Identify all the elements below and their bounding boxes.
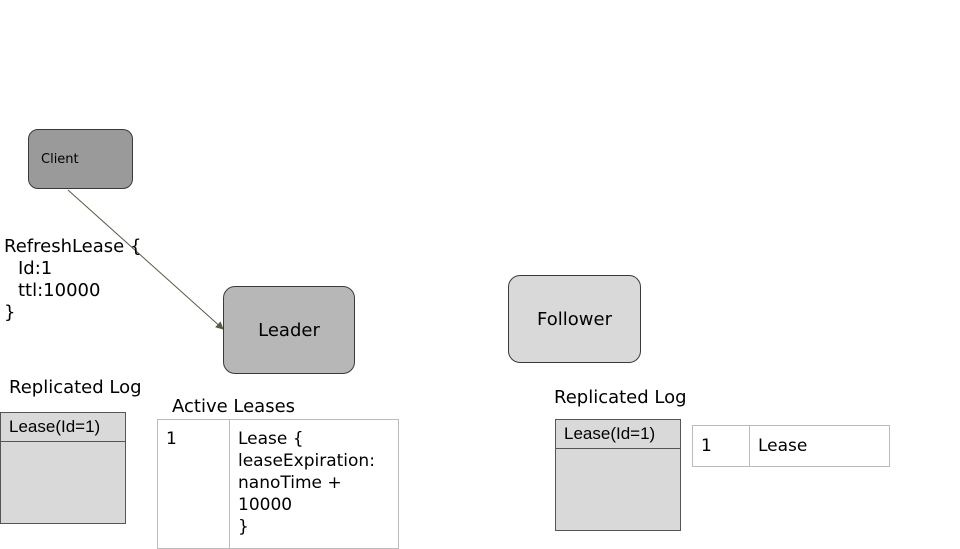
follower-replicated-log: Lease(Id=1)	[555, 419, 681, 531]
follower-lease-id-cell: 1	[692, 425, 750, 467]
client-label: Client	[41, 151, 79, 167]
message-line-1: RefreshLease {	[4, 236, 142, 257]
leader-replicated-log: Lease(Id=1)	[0, 412, 126, 524]
active-leases-table: 1 Lease { leaseExpiration: nanoTime + 10…	[157, 419, 399, 549]
follower-log-title: Replicated Log	[554, 387, 687, 408]
client-to-leader-arrow	[67, 189, 224, 330]
follower-leases-table: 1 Lease	[692, 425, 890, 467]
client-node[interactable]: Client	[28, 129, 133, 189]
message-line-3: ttl:10000	[18, 280, 101, 301]
leader-log-entry: Lease(Id=1)	[1, 413, 125, 442]
refresh-lease-message: RefreshLease { Id:1 ttl:10000 }	[4, 236, 141, 324]
leader-node[interactable]: Leader	[223, 286, 355, 374]
active-leases-title: Active Leases	[172, 396, 296, 417]
leader-log-title: Replicated Log	[9, 377, 142, 398]
table-row: 1 Lease { leaseExpiration: nanoTime + 10…	[157, 419, 399, 549]
leader-label: Leader	[258, 319, 320, 341]
lease-id-cell: 1	[157, 419, 230, 549]
lease-value-cell: Lease { leaseExpiration: nanoTime + 1000…	[229, 419, 399, 549]
follower-lease-value-cell: Lease	[749, 425, 890, 467]
follower-label: Follower	[537, 308, 612, 330]
table-row: 1 Lease	[692, 425, 890, 467]
message-line-4: }	[4, 302, 16, 323]
follower-node[interactable]: Follower	[508, 275, 641, 363]
message-line-2: Id:1	[18, 258, 53, 279]
follower-log-entry: Lease(Id=1)	[556, 420, 680, 449]
